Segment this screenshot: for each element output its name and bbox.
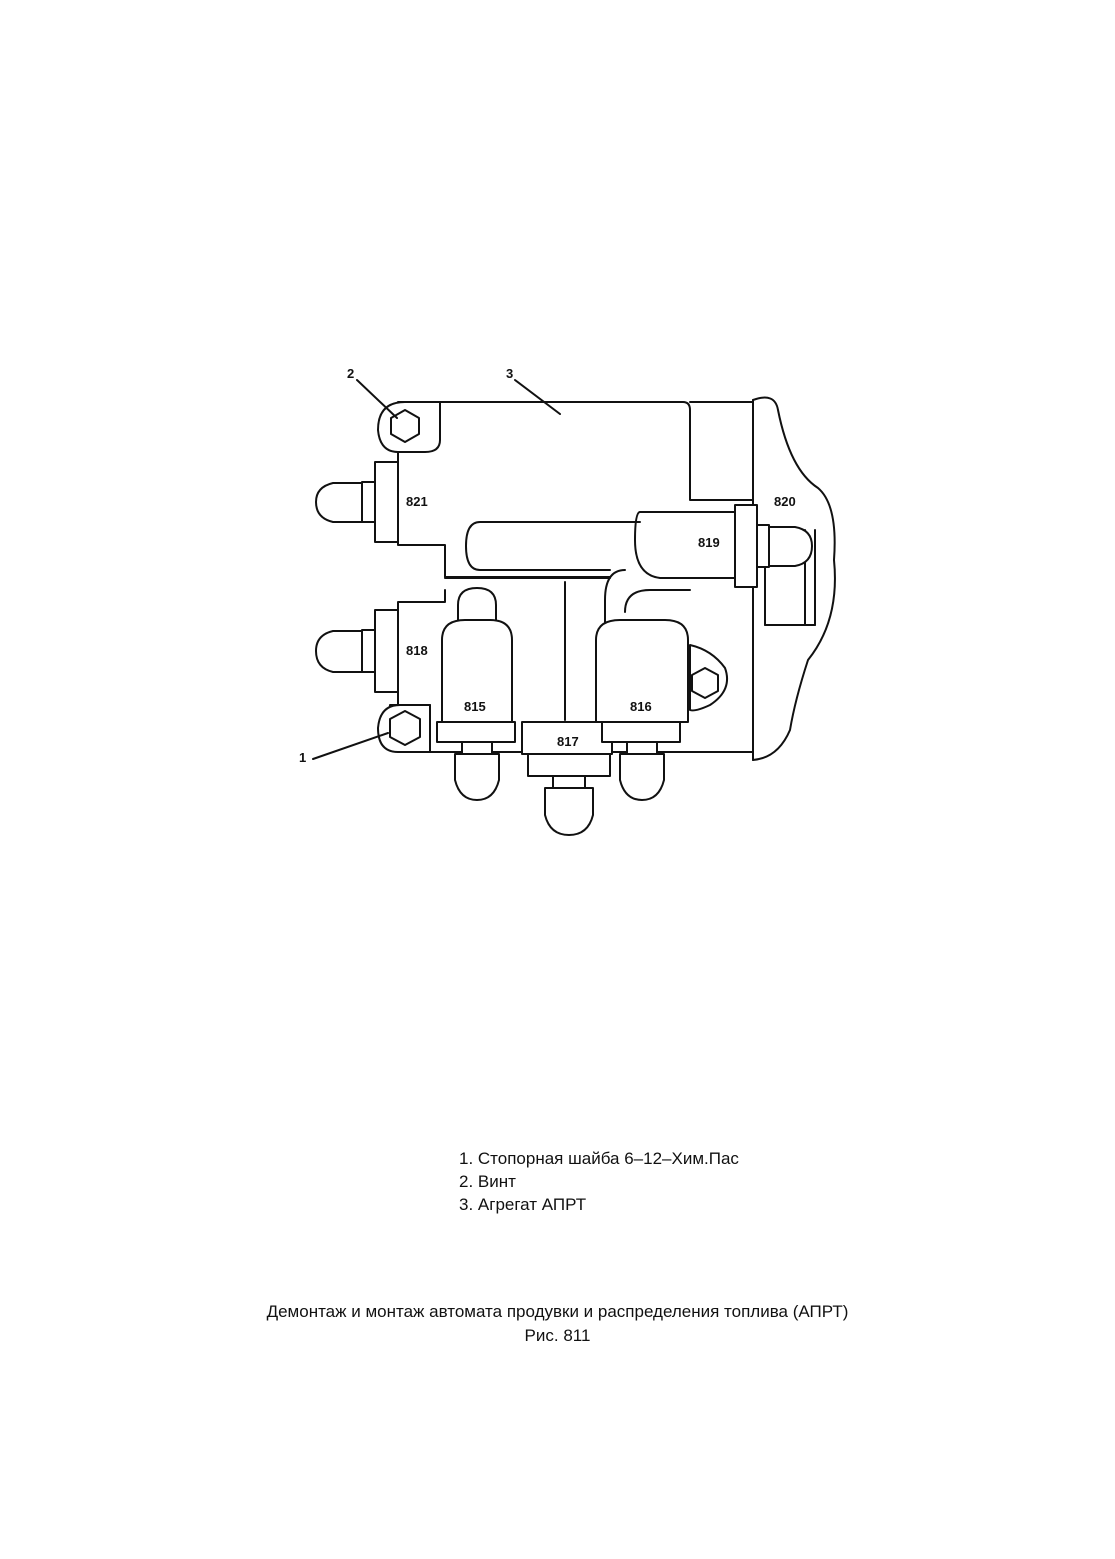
valve-816-body xyxy=(595,619,689,723)
fitting-820-nut xyxy=(734,504,758,588)
callout-1: 1 xyxy=(299,750,306,765)
fitting-818-nose xyxy=(315,630,363,673)
legend-item: 2. Винт xyxy=(459,1172,516,1191)
lock-washer-icon xyxy=(389,710,421,746)
valve-815-body xyxy=(441,619,513,723)
fitting-820-nose xyxy=(768,526,813,567)
fitting-816-nose xyxy=(619,753,665,801)
fitting-821-hex xyxy=(361,481,376,523)
leader-3 xyxy=(514,379,561,415)
ear-nut-icon xyxy=(691,667,719,699)
screw-head-icon xyxy=(390,409,420,443)
tube-819-down xyxy=(604,569,626,626)
callout-3: 3 xyxy=(506,366,513,381)
fitting-817-nose xyxy=(544,787,594,836)
fitting-816-nut xyxy=(601,721,681,743)
parts-legend: 1. Стопорная шайба 6–12–Хим.Пас 2. Винт … xyxy=(459,1147,739,1216)
fitting-815-nose xyxy=(454,753,500,801)
label-816: 816 xyxy=(630,699,652,714)
label-815: 815 xyxy=(464,699,486,714)
label-818: 818 xyxy=(406,643,428,658)
valve-817-block xyxy=(521,721,613,755)
fitting-815-nut xyxy=(436,721,516,743)
fitting-816-hex xyxy=(626,741,658,755)
valve-815-cap xyxy=(457,587,497,623)
leader-1 xyxy=(312,732,389,760)
legend-item: 3. Агрегат АПРТ xyxy=(459,1195,587,1214)
unit-body xyxy=(388,401,754,753)
fitting-815-hex xyxy=(461,741,493,755)
mounting-bracket xyxy=(752,396,836,761)
fitting-817-hex xyxy=(552,775,586,789)
figure-number: Рис. 811 xyxy=(524,1326,591,1345)
legend-item: 1. Стопорная шайба 6–12–Хим.Пас xyxy=(459,1149,739,1168)
tube-819 xyxy=(465,521,641,571)
fitting-818-nut xyxy=(374,609,399,693)
label-817: 817 xyxy=(557,734,579,749)
fitting-821-nut xyxy=(374,461,399,543)
label-821: 821 xyxy=(406,494,428,509)
fitting-820-hex xyxy=(756,524,770,568)
label-820: 820 xyxy=(774,494,796,509)
fitting-817-nut xyxy=(527,753,611,777)
tube-819-end xyxy=(634,511,741,579)
fitting-821-nose xyxy=(315,482,363,523)
leader-2 xyxy=(356,379,398,419)
fitting-818-hex xyxy=(361,629,376,673)
valve-816-top xyxy=(624,589,691,613)
aprt-unit-diagram: 2 3 1 821 820 819 818 815 816 817 xyxy=(299,366,836,836)
label-819: 819 xyxy=(698,535,720,550)
callout-2: 2 xyxy=(347,366,354,381)
figure-title: Демонтаж и монтаж автомата продувки и ра… xyxy=(266,1302,849,1321)
